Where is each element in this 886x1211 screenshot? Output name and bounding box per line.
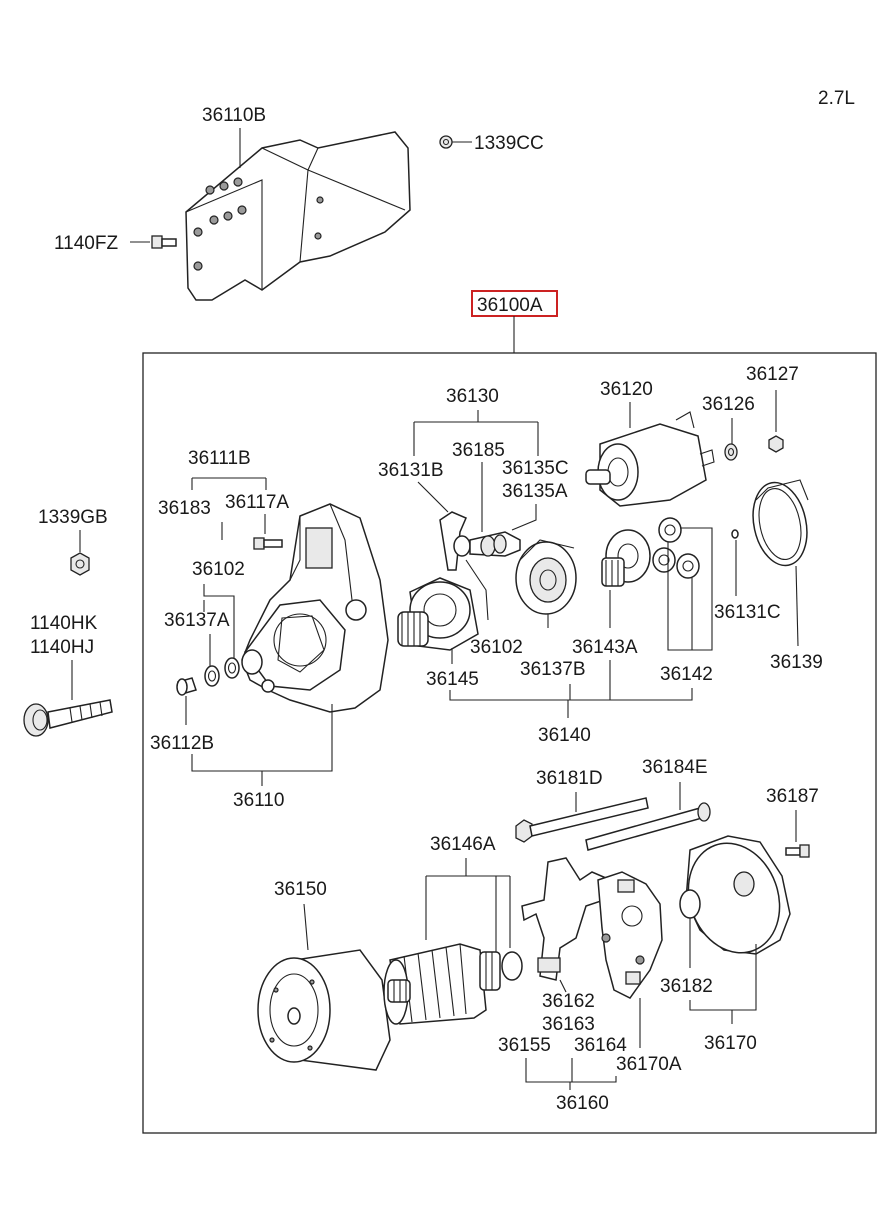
- washer-36137A[interactable]: [204, 665, 220, 687]
- leader-36139: [795, 565, 799, 647]
- packing-36139[interactable]: [746, 478, 814, 571]
- front-housing-36110[interactable]: [241, 503, 389, 713]
- label-36135A[interactable]: 36135A: [502, 481, 568, 502]
- label-36150[interactable]: 36150: [274, 879, 327, 900]
- label-36185[interactable]: 36185: [452, 440, 505, 461]
- label-1140FZ[interactable]: 1140FZ: [54, 233, 118, 254]
- label-36170A[interactable]: 36170A: [616, 1054, 682, 1075]
- label-36130[interactable]: 36130: [446, 386, 499, 407]
- leader-36111B: [191, 477, 267, 490]
- label-36131B[interactable]: 36131B: [378, 460, 444, 481]
- label-36139[interactable]: 36139: [770, 652, 823, 673]
- label-1140HK[interactable]: 1140HK: [30, 613, 98, 634]
- through-bolt-36184E[interactable]: [585, 802, 711, 851]
- screw-36187[interactable]: [785, 844, 810, 858]
- washer-36126[interactable]: [724, 443, 738, 461]
- label-36146A[interactable]: 36146A: [430, 834, 496, 855]
- engine-label: 2.7L: [818, 88, 855, 109]
- label-36181D[interactable]: 36181D: [536, 768, 603, 789]
- drive-lever-36130[interactable]: [439, 511, 521, 621]
- yoke-36150[interactable]: [257, 949, 391, 1071]
- heat-shield-36110B[interactable]: [185, 131, 411, 301]
- bolt-36117A[interactable]: [253, 537, 283, 550]
- bolt-1140FZ[interactable]: [151, 235, 177, 249]
- label-1339CC[interactable]: 1339CC: [474, 133, 544, 154]
- leader-36102-left: [203, 584, 235, 660]
- internal-gear-36102[interactable]: [515, 539, 577, 615]
- leader-36140: [449, 660, 693, 718]
- label-36111B[interactable]: 36111B: [188, 448, 251, 469]
- label-36140[interactable]: 36140: [538, 725, 591, 746]
- label-36183[interactable]: 36183: [158, 498, 211, 519]
- ball-36131C[interactable]: [731, 529, 739, 539]
- leader-36183: [203, 522, 223, 612]
- leader-36146A: [425, 858, 511, 952]
- leader-36160: [525, 1058, 617, 1090]
- armature-36146A[interactable]: [383, 943, 523, 1025]
- leader-36135: [511, 504, 537, 531]
- pinion-36145[interactable]: [397, 577, 479, 651]
- label-36135C[interactable]: 36135C: [502, 458, 569, 479]
- label-36164[interactable]: 36164: [574, 1035, 627, 1056]
- washer-36102-left[interactable]: [224, 657, 240, 679]
- brush-plate-36163[interactable]: [597, 871, 663, 999]
- shaft-36137B[interactable]: [601, 529, 651, 587]
- label-36184E[interactable]: 36184E: [642, 757, 708, 778]
- leader-36130: [413, 410, 539, 456]
- label-36155[interactable]: 36155: [498, 1035, 551, 1056]
- label-36163[interactable]: 36163: [542, 1014, 595, 1035]
- label-36102-left[interactable]: 36102: [192, 559, 245, 580]
- label-36126[interactable]: 36126: [702, 394, 755, 415]
- leader-36142: [667, 527, 713, 651]
- label-36170[interactable]: 36170: [704, 1033, 757, 1054]
- label-36100A[interactable]: 36100A: [477, 295, 543, 316]
- label-36110[interactable]: 36110: [233, 790, 284, 811]
- label-36102-center[interactable]: 36102: [470, 637, 523, 658]
- nut-1339GB[interactable]: [70, 552, 90, 576]
- bolt-1140HK[interactable]: [23, 699, 113, 737]
- label-36162[interactable]: 36162: [542, 991, 595, 1012]
- leader-36162: [559, 979, 567, 993]
- label-36110B[interactable]: 36110B: [202, 105, 266, 126]
- label-36112B[interactable]: 36112B: [150, 733, 214, 754]
- label-36120[interactable]: 36120: [600, 379, 653, 400]
- label-36137B[interactable]: 36137B: [520, 659, 586, 680]
- nut-36127[interactable]: [768, 435, 784, 453]
- label-36182[interactable]: 36182: [660, 976, 713, 997]
- nut-1339CC[interactable]: [439, 135, 453, 149]
- leader-36182: [689, 918, 757, 1011]
- through-bolt-36181D[interactable]: [515, 797, 649, 843]
- label-1140HJ[interactable]: 1140HJ: [30, 637, 94, 658]
- label-36187[interactable]: 36187: [766, 786, 819, 807]
- label-36145[interactable]: 36145: [426, 669, 479, 690]
- label-36160[interactable]: 36160: [556, 1093, 609, 1114]
- leader-36131B: [417, 481, 449, 513]
- bushing-36112B[interactable]: [176, 677, 197, 696]
- assembly-frame: [142, 352, 877, 1134]
- label-1339GB[interactable]: 1339GB: [38, 507, 108, 528]
- label-36117A[interactable]: 36117A: [225, 492, 289, 513]
- label-36142[interactable]: 36142: [660, 664, 713, 685]
- planet-gears-36142[interactable]: [652, 517, 700, 579]
- leader-36150: [303, 903, 309, 951]
- label-36131C[interactable]: 36131C: [714, 602, 781, 623]
- label-36127[interactable]: 36127: [746, 364, 799, 385]
- rear-bracket-36170[interactable]: [674, 830, 795, 965]
- solenoid-36120[interactable]: [585, 411, 715, 507]
- brush-holder-36162[interactable]: [521, 857, 607, 981]
- label-36137A[interactable]: 36137A: [164, 610, 230, 631]
- label-36143A[interactable]: 36143A: [572, 637, 638, 658]
